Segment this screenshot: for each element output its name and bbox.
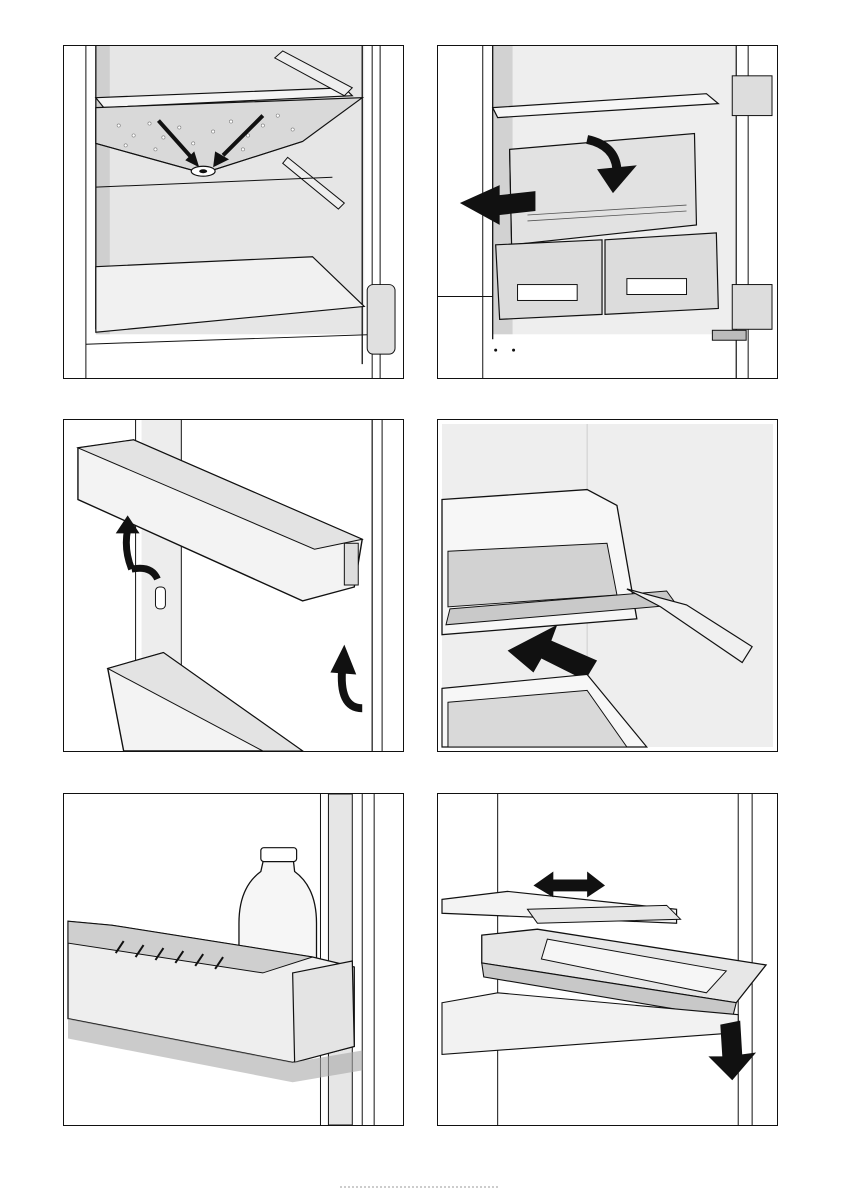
- footer-dashes: [340, 1184, 500, 1190]
- illustration-panel-bottle-rack: [63, 793, 404, 1126]
- bottle-rack-illustration: [64, 794, 403, 1125]
- slide-arrow: [533, 872, 605, 898]
- illustration-panel-crisper-cover: [437, 45, 778, 379]
- illustration-panel-drip-channel: [63, 45, 404, 379]
- crisper-cover-illustration: [438, 46, 777, 378]
- sliding-tray-illustration: [438, 794, 777, 1125]
- illustration-panel-door-shelf: [63, 419, 404, 752]
- page-footer-mark: [340, 1184, 500, 1190]
- glass-shelf-illustration: [438, 420, 777, 751]
- drip-channel-illustration: [64, 46, 403, 378]
- illustration-panel-sliding-tray: [437, 793, 778, 1126]
- door-shelf-illustration: [64, 420, 403, 751]
- illustration-panel-glass-shelf: [437, 419, 778, 752]
